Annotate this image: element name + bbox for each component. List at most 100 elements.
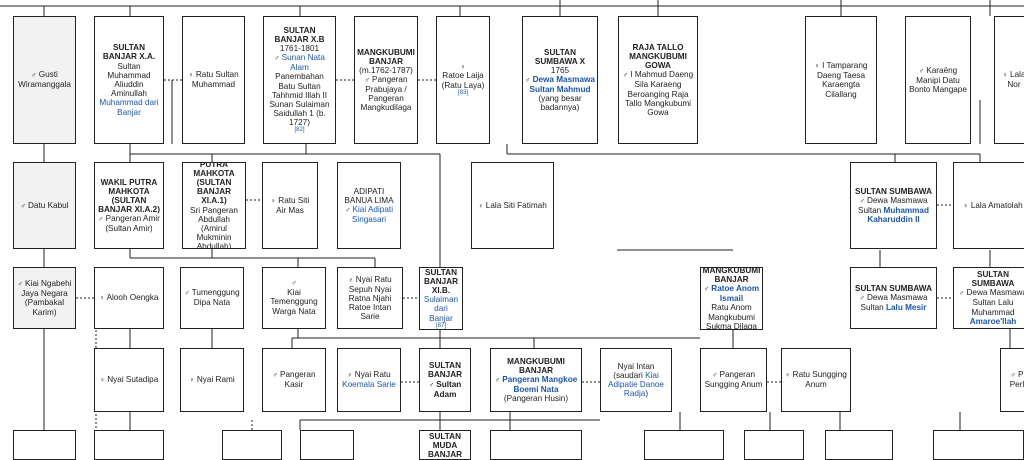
person-link[interactable]: Koemala Sarie xyxy=(342,380,396,389)
female-icon: ♀ xyxy=(100,377,105,384)
person-link[interactable]: Muhammad dari Banjar xyxy=(97,98,161,116)
female-icon: ♀ xyxy=(815,63,820,70)
person-link[interactable]: Pangeran Mangkoe Boemi Nata xyxy=(502,375,577,394)
node-tumenggung-dipa-nata: ♂ Tumenggung Dipa Nata xyxy=(180,267,244,329)
node-i-tamparang: ♀ I Tamparang Daeng Taesa Karaengta Cila… xyxy=(805,16,877,144)
male-icon: ♂ xyxy=(20,203,25,210)
node-text: Nyai Ratu xyxy=(355,370,391,379)
male-icon: ♂ xyxy=(1011,372,1016,379)
person-link[interactable]: Amaroe'llah xyxy=(970,317,1017,326)
citation-link[interactable]: [87] xyxy=(436,323,446,330)
male-icon: ♂ xyxy=(18,281,23,288)
person-link[interactable]: Ratoe Anom Ismail xyxy=(711,284,759,303)
node-putra-mahkota: PUTRA MAHKOTA (SULTAN BANJAR XI.A.1) Sri… xyxy=(182,162,246,249)
node-title: MANGKUBUMI BANJAR xyxy=(357,48,415,66)
node-partial-6 xyxy=(644,430,724,460)
node-mangkubumi-banjar-1: MANGKUBUMI BANJAR (m.1762-1787) ♂ Panger… xyxy=(354,16,418,144)
citation-link[interactable]: [82] xyxy=(294,127,304,134)
node-partial-1 xyxy=(13,430,76,460)
male-icon: ♂ xyxy=(31,72,36,79)
citation-link[interactable]: [83] xyxy=(458,90,468,97)
person-name: Lala Amatolah xyxy=(971,201,1023,210)
node-alooh-oengka: ♀ Alooh Oengka xyxy=(94,267,164,329)
node-sultan-sumbawa-x: SULTAN SUMBAWA X 1765 ♂ Dewa Masmawa Sul… xyxy=(522,16,598,144)
node-nyai-intan: Nyai Intan (saudari Kiai Adipatie Danoe … xyxy=(600,348,672,412)
node-title: SULTAN BANJAR xyxy=(422,361,468,379)
node-lala-nor: ♀ Lala Nor xyxy=(994,16,1024,144)
node-kiai-ngabehi: ♂ Kiai Ngabehi Jaya Negara (Pambakal Kar… xyxy=(13,267,76,329)
node-title: SULTAN BANJAR X.B xyxy=(266,26,333,44)
person-name: Kiai Ngabehi Jaya Negara (Pambakal Karim… xyxy=(21,279,71,316)
female-icon: ♀ xyxy=(460,64,465,72)
female-icon: ♀ xyxy=(478,203,483,210)
male-icon: ♂ xyxy=(623,72,628,79)
node-partial-2 xyxy=(94,430,164,460)
person-name: Kiai Temenggung Warga Nata xyxy=(265,288,323,316)
node-pangeran-sungging: ♂ Pangeran Sungging Anum xyxy=(700,348,767,412)
person-name: I Tamparang Daeng Taesa Karaengta Cilall… xyxy=(817,61,868,98)
male-icon: ♂ xyxy=(859,295,864,302)
node-title: SULTAN MUDA BANJAR xyxy=(422,432,468,460)
node-sultan-banjar-xa: SULTAN BANJAR X.A. Sultan Muhammad Aliud… xyxy=(94,16,164,144)
node-datu-kabul: ♂ Datu Kabul xyxy=(13,162,76,249)
node-karaeng-manipi: ♂ Karaëng Manipi Datu Bonto Mangape xyxy=(905,16,971,144)
node-pangeran-perl: ♂ P Perl xyxy=(1000,348,1024,412)
person-link[interactable]: Sunan Nata Alam xyxy=(282,53,325,72)
person-link[interactable]: Lalu Mesir xyxy=(886,303,927,312)
node-title: RAJA TALLO MANGKUBUMI GOWA xyxy=(621,43,695,71)
female-icon: ♀ xyxy=(1002,72,1007,79)
male-icon: ♂ xyxy=(704,286,709,293)
male-icon: ♂ xyxy=(345,207,350,214)
node-title: SULTAN SUMBAWA xyxy=(956,270,1024,288)
node-sultan-sumbawa-amaroe: SULTAN SUMBAWA ♂ Dewa Masmawa Sultan Lal… xyxy=(953,267,1024,329)
node-years: (m.1762-1787) xyxy=(359,66,413,75)
person-name: Nyai Sutadipa xyxy=(107,375,158,384)
male-icon: ♂ xyxy=(291,280,296,288)
node-years: 1761-1801 xyxy=(280,44,319,53)
node-sultan-muda: SULTAN MUDA BANJAR xyxy=(419,430,471,460)
person-name: Ratu Siti Air Mas xyxy=(276,196,309,215)
node-text: Pangeran Amir (Sultan Amir) xyxy=(105,214,160,233)
male-icon: ♂ xyxy=(98,216,103,223)
person-name: Pangeran Kasir xyxy=(280,370,316,389)
person-name: Tumenggung Dipa Nata xyxy=(192,288,240,307)
node-title: SULTAN SUMBAWA X xyxy=(525,48,595,66)
female-icon: ♀ xyxy=(348,277,353,284)
person-name: Nyai Rami xyxy=(197,375,235,384)
node-text: Sri Pangeran Abdullah (Amirul Mukminin A… xyxy=(185,206,243,250)
node-partial-7 xyxy=(744,430,804,460)
male-icon: ♂ xyxy=(495,377,500,384)
node-title: WAKIL PUTRA MAHKOTA (SULTAN BANJAR XI.A.… xyxy=(97,178,161,215)
person-name: Lala Nor xyxy=(1007,70,1024,89)
node-sultan-sumbawa-mk2: SULTAN SUMBAWA ♂ Dewa Masmawa Sultan Muh… xyxy=(850,162,937,249)
node-title: SULTAN SUMBAWA xyxy=(855,284,932,293)
node-title: SULTAN BANJAR XI.B. xyxy=(422,268,460,296)
male-icon: ♂ xyxy=(364,77,369,84)
person-name: Datu Kabul xyxy=(28,201,69,210)
node-partial-9 xyxy=(933,430,1024,460)
person-name: Ratu Sultan Muhammad xyxy=(192,70,239,89)
male-icon: ♂ xyxy=(919,68,924,75)
node-title: MANGKUBUMI BANJAR xyxy=(703,267,761,284)
node-sultan-banjar-xb: SULTAN BANJAR X.B 1761-1801 ♂ Sunan Nata… xyxy=(263,16,336,144)
male-icon: ♂ xyxy=(525,77,530,84)
female-icon: ♀ xyxy=(785,372,790,379)
node-title: SULTAN SUMBAWA xyxy=(855,187,932,196)
node-kiai-temenggung: ♂ Kiai Temenggung Warga Nata xyxy=(262,267,326,329)
person-link[interactable]: Sulaiman dari Banjar xyxy=(422,295,460,323)
node-text: Ratu Anom Mangkubumi Sukma Dilaga xyxy=(703,303,760,330)
male-icon: ♂ xyxy=(274,55,279,62)
node-nyai-sutadipa: ♀ Nyai Sutadipa xyxy=(94,348,164,412)
person-name: Ratu Sungging Anum xyxy=(793,370,847,389)
node-text: I Mahmud Daeng Sila Karaeng Beroanging R… xyxy=(625,70,693,116)
node-sultan-banjar-adam: SULTAN BANJAR ♂ Sultan Adam xyxy=(419,348,471,412)
node-text: Panembahan Batu Sultan Tahhmid Illah II … xyxy=(266,72,333,127)
male-icon: ♂ xyxy=(959,290,964,297)
node-title: SULTAN BANJAR X.A. xyxy=(97,43,161,61)
person-link[interactable]: Dewa Masmawa Sultan Mahmud xyxy=(530,75,595,94)
person-link[interactable]: Kiai Adipati Singasari xyxy=(352,205,393,224)
female-icon: ♀ xyxy=(271,198,276,205)
node-text: Ratoe Laija (Ratu Laya) xyxy=(439,71,487,89)
node-raja-tallo: RAJA TALLO MANGKUBUMI GOWA ♂ I Mahmud Da… xyxy=(618,16,698,144)
node-sultan-sumbawa-lalu-mesir: SULTAN SUMBAWA ♂ Dewa Masmawa Sultan Lal… xyxy=(850,267,937,329)
